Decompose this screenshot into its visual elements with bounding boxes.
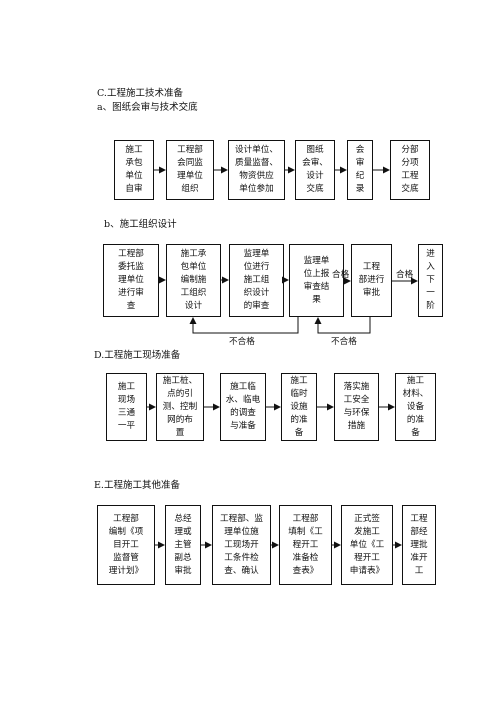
feedback-loop-1 [189,317,299,334]
flow-box-e5: 正式签 发施工 单位《工 程开工 申请表》 [341,505,393,585]
flow-box-b4: 监理单 位上报 审查结 果 [289,244,344,317]
feedback-loop-2 [314,317,371,334]
pass-label-1: 合格 [332,270,350,280]
flow-box-b3: 监理单 位进行 施工组 织设计 的审查 [229,244,284,317]
flow-box-e6: 工程 部经 理批 准开 工 [402,505,436,585]
flow-box-b5: 工程 部进行 审批 [351,244,392,317]
flow-box-b2: 施工承 包单位 编制施 工组织 设计 [166,244,221,317]
flow-box-d5: 落实施 工安全 与环保 措施 [334,373,379,441]
flow-box-e4: 工程部 填制《工 程开工 准备检 查表》 [279,505,332,585]
flow-box-b1: 工程部 委托监 理单位 进行审 查 [103,244,159,317]
flow-box-c1: 施工 承包 单位 自审 [114,140,154,200]
section-c-b-subtitle: b、施工组织设计 [104,219,177,230]
flow-box-c2: 工程部 会同监 理单位 组织 [166,140,214,200]
flow-box-e2: 总经 理或 主管 副总 审批 [165,505,201,585]
flow-box-e3: 工程部、监 理单位施 工现场开 工条件检 查、确认 [212,505,271,585]
flow-box-c4: 图纸 会审、 设计 交底 [295,140,335,200]
flow-box-d3: 施工临 水、临电 的调查 与准备 [220,373,266,441]
section-d-title: D.工程施工现场准备 [94,350,181,361]
flow-box-c3: 设计单位、 质量监督、 物资供应 单位参加 [228,140,285,200]
fail-label-1: 不合格 [229,337,255,347]
flow-box-d2: 施工桩、 点的引 测、控制 网的布 置 [156,373,204,441]
flow-box-c5: 会 审 纪 录 [347,140,373,200]
flow-box-e1: 工程部 编制《项 目开工 监督管 理计划》 [97,505,155,585]
flow-box-d6: 施工 材料、 设备 的准 备 [395,373,436,441]
flow-box-c6: 分部 分项 工程 交底 [390,140,430,200]
section-e-title: E.工程施工其他准备 [94,480,180,491]
section-c-title: C.工程施工技术准备 [97,88,183,99]
flow-box-b6: 进 入 下 一 阶 [418,244,443,317]
flow-box-d4: 施工 临时 设施 的准 备 [281,373,317,441]
fail-label-2: 不合格 [331,337,357,347]
pass-label-2: 合格 [396,270,414,280]
section-c-a-subtitle: a、图纸会审与技术交底 [97,102,198,113]
flow-box-d1: 施工 现场 三通 一平 [106,373,147,441]
